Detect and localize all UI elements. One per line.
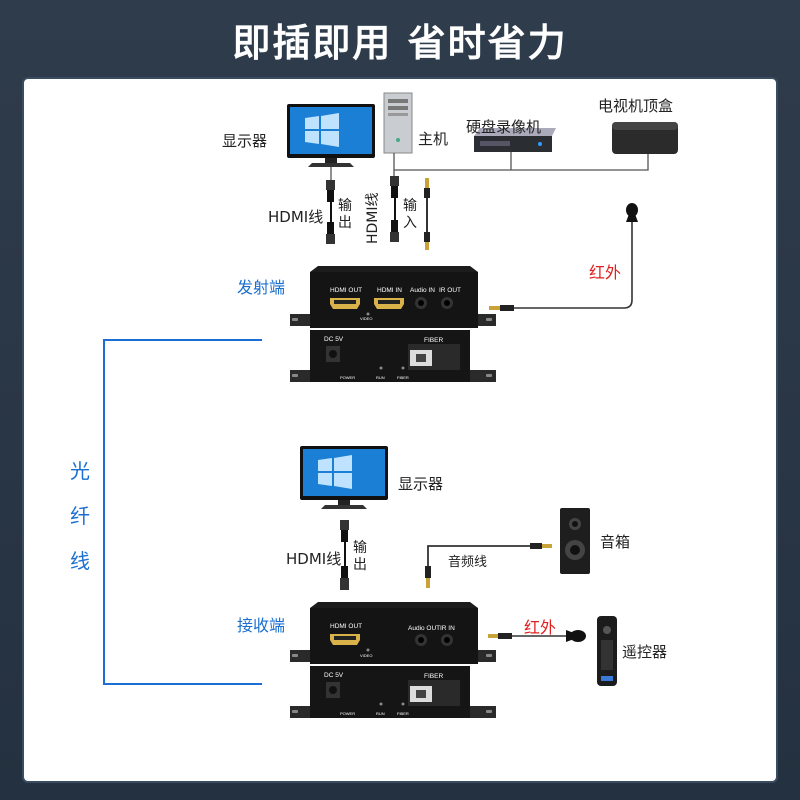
page-title: 即插即用 省时省力 <box>232 21 568 65</box>
tx-fiber-led-label: FIBER <box>397 375 409 380</box>
tx-ir-label: IR OUT <box>439 287 461 294</box>
bottom-infrared-label: 红外 <box>524 618 557 637</box>
ir-emitter-cable-bottom <box>488 630 586 642</box>
receiver-label: 接收端 <box>237 616 286 635</box>
tx-dc-label: DC 5V <box>324 336 344 343</box>
speaker-icon <box>560 508 590 574</box>
speaker-label: 音箱 <box>600 533 631 551</box>
fiber-label-char-3: 线 <box>70 549 90 573</box>
stb-label: 电视机顶盒 <box>598 97 674 115</box>
top-hdmi-cable-label: HDMI线 <box>268 208 324 226</box>
bottom-output-label: 输出 <box>353 540 367 573</box>
dvr-label: 硬盘录像机 <box>466 118 542 136</box>
set-top-box-icon <box>612 122 678 154</box>
tx-video-label: VIDEO <box>360 316 372 321</box>
tx-power-label: POWER <box>340 375 355 380</box>
audio-cable-bottom <box>425 543 552 588</box>
bottom-monitor-label: 显示器 <box>398 475 444 493</box>
audio-cable-label: 音频线 <box>448 555 488 570</box>
dvr-icon <box>474 128 556 152</box>
tx-hdmi-in-label: HDMI IN <box>377 287 402 294</box>
top-monitor-label: 显示器 <box>222 132 268 150</box>
top-connection-lines <box>330 152 649 182</box>
monitor-bottom-icon <box>300 446 388 509</box>
fiber-label-char-2: 纤 <box>70 504 90 528</box>
rx-power-label: POWER <box>340 711 355 716</box>
fiber-line-path <box>103 339 262 685</box>
bottom-hdmi-cable-label: HDMI线 <box>286 550 342 568</box>
rx-ir-label: IR IN <box>440 625 455 632</box>
rx-audio-label: Audio OUT <box>408 625 440 632</box>
tx-fiber-label: FIBER <box>424 337 443 344</box>
ir-receiver-cable-top <box>489 203 638 311</box>
transmitter-label: 发射端 <box>237 278 286 297</box>
diagram-panel <box>22 77 778 783</box>
audio-cable-top <box>424 178 430 250</box>
host-icon <box>383 92 413 154</box>
receiver-device <box>290 602 496 718</box>
rx-run-label: RUN <box>376 711 385 716</box>
remote-label: 遥控器 <box>622 643 668 661</box>
top-output-label: 输出 <box>338 198 352 231</box>
host-label: 主机 <box>418 130 449 148</box>
rx-fiber-led-label: FIBER <box>397 711 409 716</box>
tx-audio-label: Audio IN <box>410 287 435 294</box>
top-hdmi-cable-vertical-label: HDMI线 <box>365 192 381 244</box>
tx-hdmi-out-label: HDMI OUT <box>330 287 362 294</box>
rx-fiber-label: FIBER <box>424 673 443 680</box>
rx-dc-label: DC 5V <box>324 672 344 679</box>
tx-run-label: RUN <box>376 375 385 380</box>
rx-hdmi-out-label: HDMI OUT <box>330 623 362 630</box>
monitor-top-icon <box>287 104 375 167</box>
top-input-label: 输入 <box>403 198 417 231</box>
hdmi-cable-bottom <box>340 520 349 590</box>
remote-icon <box>597 616 617 686</box>
transmitter-device <box>290 266 496 382</box>
fiber-label-char-1: 光 <box>70 459 90 483</box>
rx-video-label: VIDEO <box>360 653 372 658</box>
hdmi-cable-input-top <box>390 176 399 242</box>
hdmi-cable-output-top <box>326 180 335 244</box>
top-infrared-label: 红外 <box>589 263 622 282</box>
